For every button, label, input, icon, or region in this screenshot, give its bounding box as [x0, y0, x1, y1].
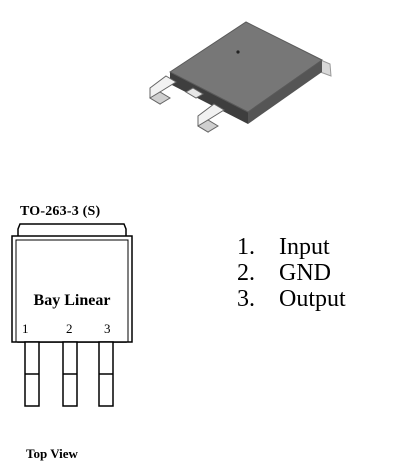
outline-pin-3	[98, 341, 114, 407]
pin-item-name: GND	[279, 260, 331, 286]
outline-body	[11, 235, 133, 343]
package-title: TO-263-3 (S)	[20, 204, 101, 219]
outline-pin-1	[24, 341, 40, 407]
pin-number-1: 1	[22, 321, 29, 336]
pin-number-3: 3	[104, 321, 111, 336]
package-3d-render	[149, 21, 332, 133]
package-body-side-right	[248, 60, 322, 124]
brand-label: Bay Linear	[34, 292, 111, 309]
lead-3-foot	[197, 119, 219, 133]
package-body-side	[170, 72, 248, 124]
view-label: Top View	[26, 446, 78, 461]
pin-item-index: 3.	[237, 286, 255, 312]
package-outline-drawing: Bay Linear 1 2 3	[11, 223, 133, 407]
pin-item-1: 1. Input	[237, 234, 346, 260]
pin-description-list: 1. Input 2. GND 3. Output	[237, 234, 346, 312]
pin-number-2: 2	[66, 321, 73, 336]
lead-1-foot	[149, 91, 171, 105]
pin-item-3: 3. Output	[237, 286, 346, 312]
pin-item-2: 2. GND	[237, 260, 346, 286]
pin-item-index: 2.	[237, 260, 255, 286]
pin-item-name: Output	[279, 286, 346, 312]
lead-2	[185, 87, 204, 99]
pin-item-index: 1.	[237, 234, 255, 260]
pin-item-name: Input	[279, 234, 330, 260]
package-body-top	[169, 21, 323, 113]
package-marker-dot	[236, 50, 240, 54]
outline-pin-2	[62, 341, 78, 407]
